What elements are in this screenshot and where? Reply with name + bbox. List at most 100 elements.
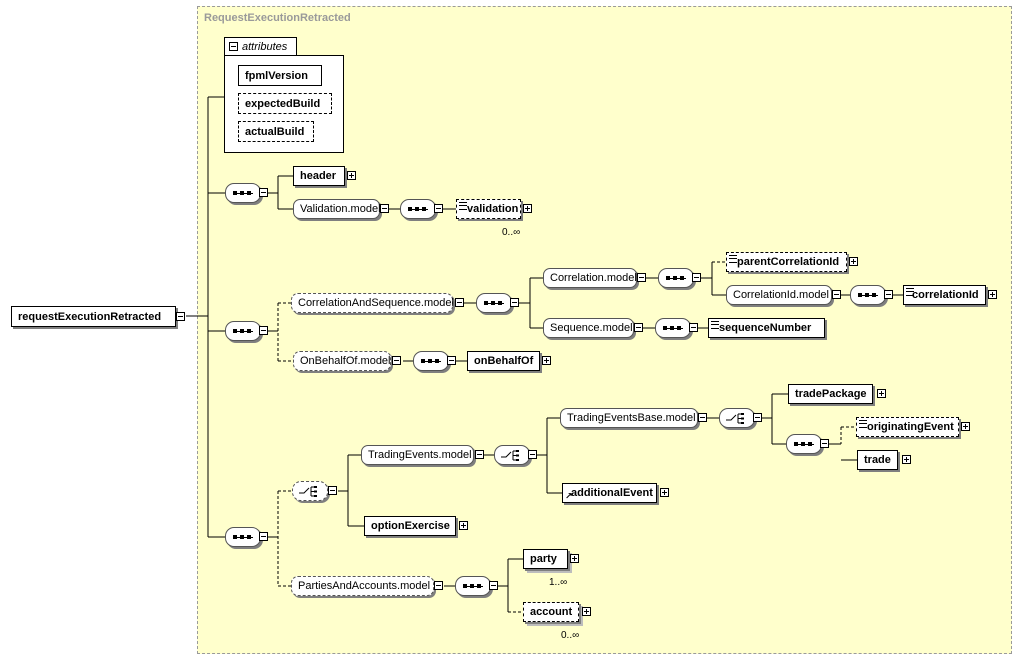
- collapse-icon[interactable]: [510, 298, 519, 307]
- element-originating-event[interactable]: originatingEvent: [856, 417, 959, 437]
- collapse-icon[interactable]: [447, 356, 456, 365]
- element-label: account: [530, 606, 573, 618]
- collapse-icon[interactable]: [259, 188, 268, 197]
- attribute-actualbuild[interactable]: actualBuild: [238, 121, 314, 142]
- collapse-icon[interactable]: [328, 486, 337, 495]
- element-on-behalf-of[interactable]: onBehalfOf: [467, 351, 540, 371]
- collapse-icon[interactable]: [489, 581, 498, 590]
- group-label: TradingEventsBase.model: [567, 412, 696, 424]
- expand-icon[interactable]: [347, 171, 356, 180]
- panel-title: RequestExecutionRetracted: [204, 12, 351, 24]
- collapse-icon[interactable]: [820, 439, 829, 448]
- group-parties-and-accounts-model[interactable]: PartiesAndAccounts.model: [291, 576, 434, 596]
- group-label: CorrelationAndSequence.model: [298, 297, 454, 309]
- sequence-compositor[interactable]: [225, 183, 261, 203]
- collapse-icon[interactable]: [380, 204, 389, 213]
- element-validation[interactable]: validation: [456, 199, 521, 219]
- choice-compositor[interactable]: [292, 481, 328, 501]
- element-trade[interactable]: trade: [857, 450, 898, 470]
- attribute-expectedbuild[interactable]: expectedBuild: [238, 93, 332, 114]
- collapse-icon[interactable]: [753, 413, 762, 422]
- element-sequence-number[interactable]: sequenceNumber: [708, 318, 825, 338]
- collapse-icon[interactable]: [259, 326, 268, 335]
- expand-icon[interactable]: [582, 607, 591, 616]
- expand-icon[interactable]: [988, 290, 997, 299]
- element-additional-event[interactable]: ↗ additionalEvent: [562, 483, 657, 503]
- element-parent-correlation-id[interactable]: parentCorrelationId: [726, 252, 847, 272]
- element-label: trade: [864, 454, 891, 466]
- collapse-icon[interactable]: [259, 532, 268, 541]
- expand-icon[interactable]: [902, 455, 911, 464]
- attribute-label: actualBuild: [245, 125, 305, 138]
- collapse-icon[interactable]: [637, 273, 646, 282]
- documentation-icon: [906, 288, 914, 296]
- group-label: Sequence.model: [550, 322, 633, 334]
- expand-icon[interactable]: [570, 554, 579, 563]
- sequence-compositor[interactable]: [658, 268, 694, 288]
- sequence-compositor[interactable]: [655, 318, 691, 338]
- sequence-compositor[interactable]: [476, 293, 512, 313]
- sequence-compositor[interactable]: [225, 321, 261, 341]
- attribute-fpmlversion[interactable]: fpmlVersion: [238, 65, 322, 86]
- group-label: CorrelationId.model: [733, 289, 829, 301]
- group-trading-events-base-model[interactable]: TradingEventsBase.model: [560, 408, 698, 428]
- element-header[interactable]: header: [293, 166, 345, 186]
- group-correlation-model[interactable]: Correlation.model: [543, 268, 637, 288]
- element-label: onBehalfOf: [474, 355, 534, 367]
- group-correlation-id-model[interactable]: CorrelationId.model: [726, 285, 832, 305]
- expand-icon[interactable]: [877, 389, 886, 398]
- collapse-icon[interactable]: [455, 298, 464, 307]
- choice-compositor[interactable]: [719, 408, 755, 428]
- expand-icon[interactable]: [660, 488, 669, 497]
- sequence-compositor[interactable]: [225, 527, 261, 547]
- element-trade-package[interactable]: tradePackage: [788, 384, 873, 404]
- expand-icon[interactable]: [459, 521, 468, 530]
- element-correlation-id[interactable]: correlationId: [903, 285, 986, 305]
- sequence-compositor[interactable]: [413, 351, 449, 371]
- collapse-icon[interactable]: [689, 323, 698, 332]
- attribute-label: fpmlVersion: [245, 69, 308, 82]
- sequence-compositor[interactable]: [400, 199, 436, 219]
- collapse-icon[interactable]: [229, 42, 238, 51]
- collapse-icon[interactable]: [475, 450, 484, 459]
- documentation-icon: [859, 420, 867, 428]
- group-validation-model[interactable]: Validation.model: [293, 199, 381, 219]
- collapse-icon[interactable]: [698, 413, 707, 422]
- collapse-icon[interactable]: [884, 290, 893, 299]
- collapse-icon[interactable]: [176, 312, 185, 321]
- sequence-compositor[interactable]: [850, 285, 886, 305]
- collapse-icon[interactable]: [528, 450, 537, 459]
- expand-icon[interactable]: [542, 356, 551, 365]
- element-label: originatingEvent: [867, 421, 954, 433]
- element-label: parentCorrelationId: [737, 256, 840, 268]
- element-label: validation: [467, 203, 519, 215]
- collapse-icon[interactable]: [692, 273, 701, 282]
- cardinality-label: 0..∞: [561, 630, 580, 641]
- sequence-compositor[interactable]: [786, 434, 822, 454]
- choice-compositor[interactable]: [494, 445, 530, 465]
- group-label: PartiesAndAccounts.model: [298, 580, 431, 592]
- group-correlation-and-sequence-model[interactable]: CorrelationAndSequence.model: [291, 293, 454, 313]
- expand-icon[interactable]: [849, 257, 858, 266]
- group-label: Validation.model: [300, 203, 381, 215]
- sequence-compositor[interactable]: [455, 576, 491, 596]
- collapse-icon[interactable]: [434, 204, 443, 213]
- expand-icon[interactable]: [961, 422, 970, 431]
- group-on-behalf-of-model[interactable]: OnBehalfOf.model: [293, 351, 391, 371]
- group-sequence-model[interactable]: Sequence.model: [543, 318, 634, 338]
- collapse-icon[interactable]: [832, 290, 841, 299]
- collapse-icon[interactable]: [634, 323, 643, 332]
- collapse-icon[interactable]: [434, 581, 443, 590]
- element-account[interactable]: account: [523, 602, 579, 622]
- element-label: header: [300, 170, 337, 182]
- element-option-exercise[interactable]: optionExercise: [364, 516, 456, 536]
- element-party[interactable]: party: [523, 549, 568, 569]
- group-trading-events-model[interactable]: TradingEvents.model: [361, 445, 474, 465]
- root-element[interactable]: requestExecutionRetracted: [11, 306, 176, 327]
- expand-icon[interactable]: [523, 204, 532, 213]
- element-label: tradePackage: [795, 388, 867, 400]
- element-label: optionExercise: [371, 520, 450, 532]
- collapse-icon[interactable]: [392, 356, 401, 365]
- element-label: sequenceNumber: [719, 322, 812, 334]
